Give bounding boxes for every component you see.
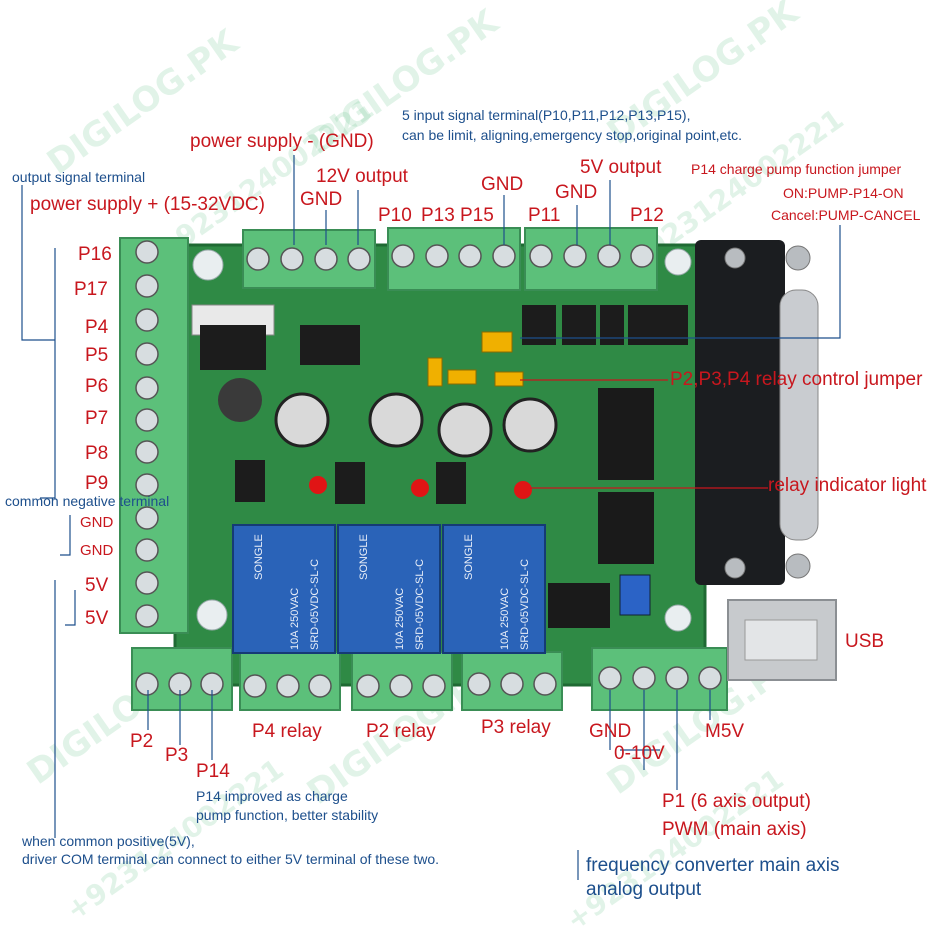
- label-p15: P15: [460, 205, 494, 226]
- label-p7: P7: [85, 408, 109, 429]
- label-power-gnd: power supply - (GND): [190, 131, 374, 152]
- usb-connector: [727, 599, 837, 681]
- voltage-regulator: [191, 304, 360, 370]
- bottom-terminal-blocks: [131, 647, 728, 711]
- label-charge-pump-2: ON:PUMP-P14-ON: [783, 185, 904, 201]
- top-terminal-inputs-b: [524, 227, 658, 291]
- label-common-positive-1: when common positive(5V),: [22, 833, 195, 849]
- label-charge-pump-3: Cancel:PUMP-CANCEL: [771, 207, 921, 223]
- label-5v-left: 5V: [85, 575, 109, 596]
- label-p9: P9: [85, 473, 109, 494]
- label-common-negative: common negative terminal: [5, 493, 170, 509]
- label-p17: P17: [74, 279, 108, 300]
- label-p16: P16: [78, 244, 112, 265]
- label-gnd-bottom: GND: [589, 721, 632, 742]
- label-p4-relay: P4 relay: [252, 721, 322, 742]
- relay-rating: 10A 250VAC: [289, 588, 301, 650]
- label-5v-left: 5V: [85, 608, 109, 629]
- jumpers: [427, 331, 524, 387]
- label-gnd-left: GND: [80, 514, 114, 531]
- top-terminal-power: [242, 229, 376, 289]
- red-leader-lines: [520, 379, 768, 489]
- label-p8: P8: [85, 443, 109, 464]
- relay-p2: [337, 524, 441, 654]
- label-m5v: M5V: [705, 721, 745, 742]
- top-terminal-inputs-a: [387, 227, 521, 291]
- potentiometer: [619, 574, 651, 616]
- leader-lines: [21, 155, 841, 880]
- label-charge-pump-1: P14 charge pump function jumper: [691, 161, 902, 177]
- mounting-hole: [664, 248, 692, 276]
- label-common-positive-2: driver COM terminal can connect to eithe…: [22, 851, 440, 867]
- label-input-desc-1: 5 input signal terminal(P10,P11,P12,P13,…: [402, 107, 691, 123]
- label-p13: P13: [421, 205, 455, 226]
- label-p14-note-2: pump function, better stability: [196, 807, 379, 823]
- label-pwm: PWM (main axis): [662, 819, 807, 840]
- label-gnd-top: GND: [555, 182, 598, 203]
- label-gnd-left: GND: [80, 542, 114, 559]
- relay-model: SRD-05VDC-SL-C: [519, 559, 531, 650]
- label-input-desc-2: can be limit, aligning,emergency stop,or…: [402, 127, 743, 143]
- label-p10: P10: [378, 205, 412, 226]
- relays: SONGLE SRD-05VDC-SL-C 10A 250VAC SONGLE …: [232, 524, 546, 654]
- label-relay-light: relay indicator light: [768, 475, 927, 496]
- mounting-hole: [196, 599, 228, 631]
- label-gnd-top: GND: [481, 174, 524, 195]
- label-p14-note-1: P14 improved as charge: [196, 788, 348, 804]
- label-gnd-top: GND: [300, 189, 343, 210]
- db25-connector: [695, 240, 819, 585]
- relay-model: SRD-05VDC-SL-C: [309, 559, 321, 650]
- relay-rating: 10A 250VAC: [499, 588, 511, 650]
- electrolytic-capacitors: [274, 392, 558, 458]
- relay-brand: SONGLE: [358, 534, 370, 580]
- label-freq-1: frequency converter main axis: [586, 855, 840, 876]
- relay-brand: SONGLE: [253, 534, 265, 580]
- label-5v-output: 5V output: [580, 157, 662, 178]
- label-freq-2: analog output: [586, 879, 702, 900]
- label-p6: P6: [85, 376, 109, 397]
- relay-model: SRD-05VDC-SL-C: [414, 559, 426, 650]
- label-p2-relay: P2 relay: [366, 721, 436, 742]
- label-p14: P14: [196, 761, 230, 782]
- relay-indicator-leds: [309, 476, 532, 499]
- label-12v-output: 12V output: [316, 166, 408, 187]
- mounting-hole: [664, 604, 692, 632]
- driver-ics: [548, 388, 654, 628]
- label-p2: P2: [130, 731, 154, 752]
- label-output-terminal: output signal terminal: [12, 169, 146, 185]
- label-p12: P12: [630, 205, 664, 226]
- label-p3-relay: P3 relay: [481, 717, 551, 738]
- label-p11: P11: [528, 205, 561, 226]
- relay-rating: 10A 250VAC: [394, 588, 406, 650]
- label-p1-axis: P1 (6 axis output): [662, 791, 811, 812]
- mounting-hole: [192, 249, 224, 281]
- left-terminal-strip: [119, 237, 189, 634]
- label-p3: P3: [165, 745, 189, 766]
- relay-brand: SONGLE: [463, 534, 475, 580]
- label-relay-jumper: P2,P3,P4 relay control jumper: [670, 369, 923, 390]
- label-power-plus: power supply + (15-32VDC): [30, 194, 265, 215]
- label-0-10v: 0-10V: [614, 743, 665, 764]
- relay-p3: [442, 524, 546, 654]
- label-p5: P5: [85, 345, 109, 366]
- relay-p4: [232, 524, 336, 654]
- label-usb: USB: [845, 631, 885, 652]
- label-p4: P4: [85, 317, 109, 338]
- capacitor: [218, 378, 262, 422]
